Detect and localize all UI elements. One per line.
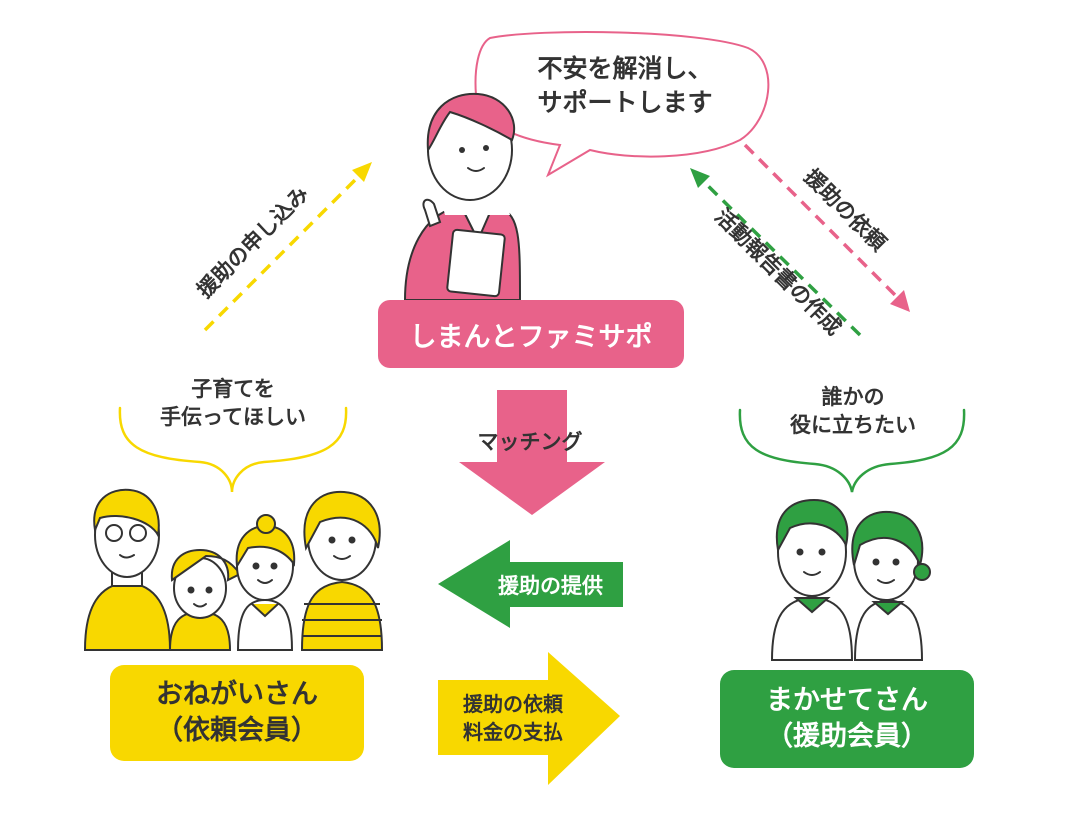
speech-text: 不安を解消し、 サポートします (500, 52, 750, 120)
helper-label: まかせてさん （援助会員） (720, 670, 974, 768)
payment-label: 援助の依頼 料金の支払 (438, 682, 588, 754)
requester-label: おねがいさん （依頼会員） (110, 665, 364, 761)
coordinator-label: しまんとファミサポ (378, 300, 684, 368)
matching-arrow (459, 390, 605, 515)
requester-wish-line-1: 子育てを (191, 377, 275, 401)
report-arrow (700, 178, 862, 337)
speech-line-1: 不安を解消し、 (537, 54, 713, 83)
helper-wish-line-1: 誰かの (821, 385, 885, 409)
provide-arrow (438, 540, 623, 628)
requester-wish: 子育てを 手伝ってほしい (120, 375, 346, 432)
helper-couple (770, 498, 931, 661)
payment-arrow (438, 652, 620, 785)
helper-wish: 誰かの 役に立ちたい (740, 383, 966, 440)
requester-label-box (110, 665, 364, 761)
apply-arrow (203, 173, 362, 332)
requester-wish-line-2: 手伝ってほしい (160, 405, 306, 430)
helper-brace (738, 408, 966, 493)
matching-label: マッチング (477, 430, 583, 454)
helper-label-line-1: まかせてさん (766, 684, 928, 716)
payment-line-2: 料金の支払 (463, 720, 563, 744)
coordinator-figure (403, 92, 522, 301)
payment-line-1: 援助の依頼 (463, 692, 563, 716)
helper-label-line-2: （援助会員） (766, 721, 928, 752)
requester-family (83, 488, 384, 651)
helper-wish-line-2: 役に立ちたい (790, 413, 916, 438)
coordinator-label-text: しまんとファミサポ (409, 321, 653, 353)
provide-label-text: 援助の提供 (498, 573, 603, 598)
helper-label-box (720, 670, 974, 768)
requester-label-line-1: おねがいさん (156, 678, 318, 710)
provide-label: 援助の提供 (478, 562, 623, 607)
requester-brace (118, 406, 348, 493)
request-arrow (743, 143, 900, 300)
requester-label-line-2: （依頼会員） (156, 715, 318, 746)
coordinator-label-box (378, 300, 684, 368)
speech-line-2: サポートします (537, 87, 713, 117)
